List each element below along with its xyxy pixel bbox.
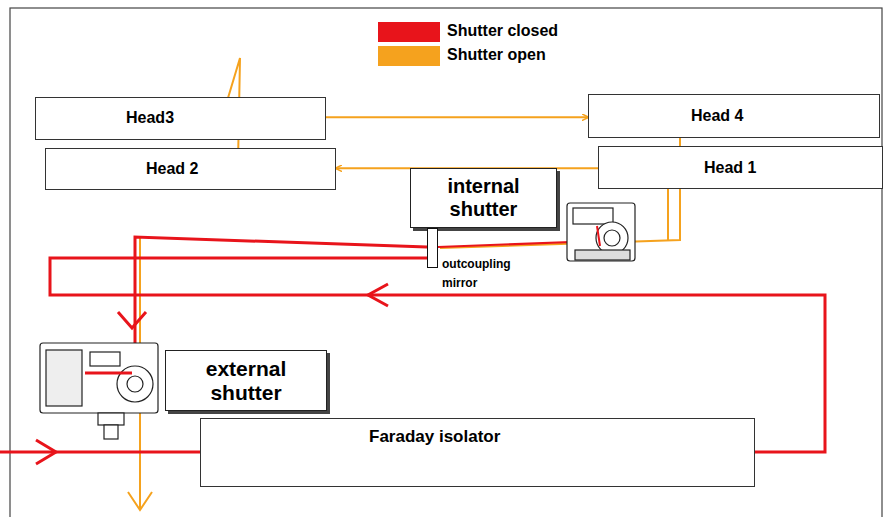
- component-box: Head 1: [598, 146, 883, 189]
- shutter-wheel: [604, 230, 620, 246]
- legend-swatch: [378, 46, 440, 66]
- mirror-box: outcoupling mirror: [427, 228, 438, 268]
- shutter-housing: [40, 343, 158, 413]
- component-box: Head3: [35, 97, 326, 140]
- legend-label: Shutter open: [447, 46, 546, 64]
- closed-beam-path: [135, 237, 427, 345]
- arrowhead: [128, 492, 152, 510]
- shutter-part: [90, 352, 120, 366]
- component-label: Head 2: [46, 149, 198, 178]
- component-label: Head 1: [599, 147, 756, 177]
- shutter-part: [573, 208, 613, 224]
- component-label: Faraday isolator: [201, 419, 500, 447]
- internal-shutter-device: [567, 203, 635, 261]
- frame: [10, 8, 882, 517]
- external-shutter-device: [40, 343, 158, 439]
- component-box: Head 2: [45, 148, 336, 190]
- shutter-wheel: [117, 366, 153, 402]
- shutter-wheel: [596, 222, 628, 254]
- component-box: Head 4: [588, 94, 880, 138]
- shutter-housing: [567, 203, 635, 261]
- shutter-wheel: [127, 376, 143, 392]
- component-label: Head 4: [589, 95, 743, 125]
- blocked-beam: [597, 226, 600, 246]
- arrowhead: [118, 312, 146, 328]
- component-box: external shutter: [165, 350, 327, 411]
- shutter-connector: [104, 425, 118, 439]
- blocked-beam: [85, 372, 132, 375]
- component-label: internal shutter: [424, 169, 544, 221]
- part-label: outcoupling mirror: [442, 255, 537, 293]
- shutter-base: [575, 250, 630, 260]
- arrowhead: [368, 284, 388, 306]
- shutter-part: [46, 350, 82, 406]
- component-box: internal shutter: [410, 168, 557, 228]
- component-label: external shutter: [181, 351, 311, 405]
- beam-connector: [326, 116, 588, 118]
- legend-label: Shutter closed: [447, 22, 558, 40]
- component-label: Head3: [36, 98, 174, 127]
- component-box: Faraday isolator: [200, 418, 755, 487]
- arrowhead: [36, 440, 56, 464]
- legend-swatch: [378, 22, 440, 42]
- shutter-connector: [98, 413, 124, 425]
